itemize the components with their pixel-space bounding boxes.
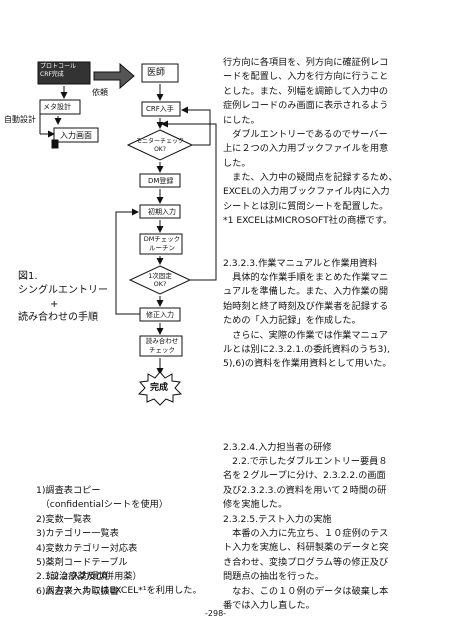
body-line: 本番の入力に先立ち、１０症例のテス xyxy=(223,528,389,539)
body-line: シートとは別に質問シートを配置した。 xyxy=(223,200,389,212)
figure-label: 図1. xyxy=(18,271,38,282)
crf-box xyxy=(141,101,181,117)
flow-readback-label: 読み合わせ チェック xyxy=(145,337,179,354)
body-line: EXCELの入力用ブックファイル内に入力 xyxy=(223,186,390,198)
body-line: き合わせ、変換プログラム等の修正及び xyxy=(223,556,389,568)
section-title: 2.3.2.2.入力環境 xyxy=(36,571,108,582)
flow-complete-label: 完成 xyxy=(150,383,169,393)
body-line: 入力ツールにはEXCEL*¹を利用した。 xyxy=(36,585,202,596)
flow-meta-label: メタ設計 xyxy=(43,103,71,111)
section-title: 2.3.2.3.作業マニュアルと作業用資料 xyxy=(223,258,378,269)
list-item: 5)薬剤コードテーブル xyxy=(36,557,128,568)
section-title: 2.3.2.5.テスト入力の実施 xyxy=(223,514,332,525)
section-title: 2.3.2.4.入力担当者の研修 xyxy=(223,442,332,453)
figure-line2: 読み合わせの手順 xyxy=(18,312,98,323)
flow-first-fix-label: 1次固定 OK? xyxy=(148,272,172,288)
body-line: 上に２つの入力用ブックファイルを用意 xyxy=(223,143,389,155)
meta-box xyxy=(39,99,81,115)
dm-check-box xyxy=(139,233,183,255)
body-line: ト入力を実施し、科研製薬のデータと突 xyxy=(223,542,389,554)
body-line: また、入力中の疑問点を記録するため、 xyxy=(223,172,398,183)
protocol-box xyxy=(37,61,91,85)
list-item: （confidentialシートを使用） xyxy=(36,499,169,511)
body-line: 具体的な作業手順をまとめた作業マニ xyxy=(223,272,389,283)
list-item: 3)カテゴリー一覧表 xyxy=(36,528,119,540)
page-number: -298- xyxy=(205,609,227,618)
readback-box xyxy=(139,335,183,357)
body-line: ための「入力記録」を作成した。 xyxy=(223,315,361,327)
flow-correct-input-label: 修正入力 xyxy=(146,311,174,319)
big-arrow xyxy=(93,62,135,90)
body-line: とした。また、列幅を調節して入力中の xyxy=(223,85,389,97)
body-line: 始時刻と終了時刻及び作業者を記録する xyxy=(223,300,389,312)
body-line: 2.2.で示したダブルエントリー要員８ xyxy=(223,456,388,467)
flow-input-screen-label: 入力画面 xyxy=(60,131,92,140)
flow-medical-label: 医師 xyxy=(147,68,166,78)
body-line: 番では入力し直した。 xyxy=(223,600,315,611)
body-line: 問題点の抽出を行った。 xyxy=(223,571,325,583)
body-line: ダブルエントリーであるのでサーバー xyxy=(223,129,388,140)
flow-protocol-label: プロトコール CRF完成 xyxy=(40,63,77,78)
flow-self-design-label: 自動設計 xyxy=(4,115,36,124)
list-item: 2)変数一覧表 xyxy=(36,513,92,525)
list-item: （前治療薬及び併用薬） xyxy=(36,571,142,583)
body-line: 修を実施した。 xyxy=(223,499,288,511)
monitor-check-diamond xyxy=(126,129,194,161)
complete-burst xyxy=(137,371,183,406)
first-fix-diamond xyxy=(128,265,192,295)
body-line: ュアルを準備した。また、入力作業の開 xyxy=(223,286,389,298)
body-line: 及び2.3.2.3.の資料を用いて２時間の研 xyxy=(223,484,387,496)
list-item: 4)変数カテゴリー対応表 xyxy=(36,542,138,554)
figure-line1: シングルエントリー xyxy=(18,285,108,296)
flow-dm-check-label: DMチェック ルーチン xyxy=(143,235,181,252)
body-line: 行方向に各項目を、列方向に確証例レコ xyxy=(223,57,389,68)
body-line: 名を２グループに分け、2.3.2.2.の画面 xyxy=(223,470,386,482)
first-input-box xyxy=(139,204,181,219)
medical-box xyxy=(141,63,179,83)
body-line: した。 xyxy=(223,157,251,169)
flow-dm-register-label: DM登録 xyxy=(148,177,174,185)
body-line: 症例レコードのみ画面に表示されるよう xyxy=(223,100,389,112)
body-line: にした。 xyxy=(223,114,260,126)
flow-request-label: 依頼 xyxy=(92,88,108,97)
list-item: 6)調査表入力取扱書 xyxy=(36,585,119,597)
dm-register-box xyxy=(139,173,181,188)
body-line: なお、この１０例のデータは破棄し本 xyxy=(223,585,389,597)
body-line: 5),6)の資料を作業用資料として用いた。 xyxy=(223,358,392,370)
figure-plus: + xyxy=(50,299,59,310)
body-line: ルとは別に2.3.2.1.の委託資料のうち3), xyxy=(223,344,390,355)
footnote: *1 EXCELはMICROSOFT社の商標です。 xyxy=(223,215,393,226)
flow-first-input-label: 初期入力 xyxy=(148,208,176,216)
body-line: さらに、実際の作業では作業マニュア xyxy=(223,329,388,341)
flow-crf-label: CRF入手 xyxy=(146,105,174,113)
body-line: ードを配置し、入力を行方向に行うこと xyxy=(223,71,389,83)
flow-monitor-label: モニターチェック OK? xyxy=(135,138,184,153)
list-item: 1)調査表コピー xyxy=(36,485,101,496)
